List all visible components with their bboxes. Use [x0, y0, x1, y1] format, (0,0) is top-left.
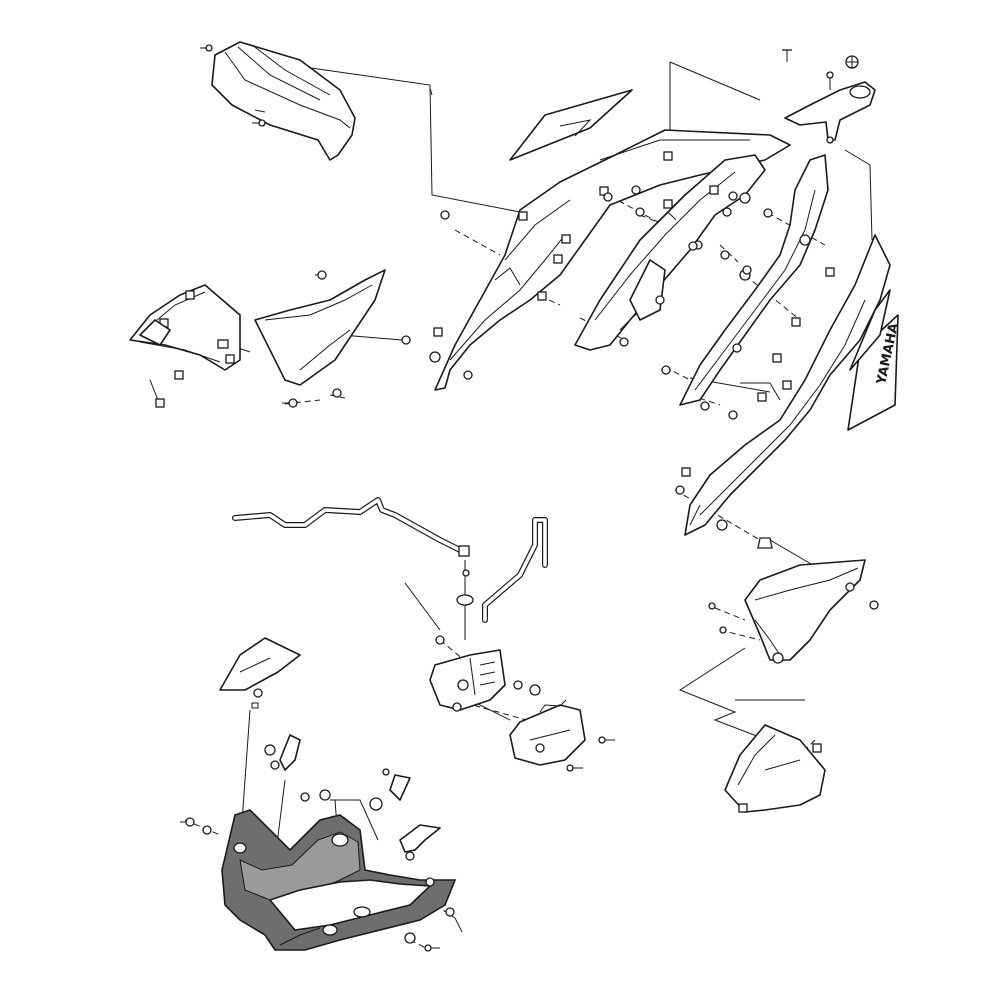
misc-clips: [139, 185, 752, 364]
right-side-cover: YAMAHA: [675, 234, 902, 549]
left-panel-pieces: [129, 269, 473, 408]
lower-cowl: [180, 734, 463, 952]
right-fender-lower: [724, 724, 826, 813]
center-inner-panel: [574, 154, 766, 351]
right-inner-panel: [661, 154, 835, 420]
seat-cowl: [200, 41, 356, 161]
tank-decal-stripe: [509, 89, 633, 161]
reservoir-tank: [429, 635, 541, 712]
reservoir-box: [509, 699, 615, 772]
small-visor: [219, 637, 301, 709]
breather-hose: [232, 497, 548, 640]
right-fender-upper: [708, 559, 879, 664]
rear-top-bracket: [782, 49, 876, 144]
